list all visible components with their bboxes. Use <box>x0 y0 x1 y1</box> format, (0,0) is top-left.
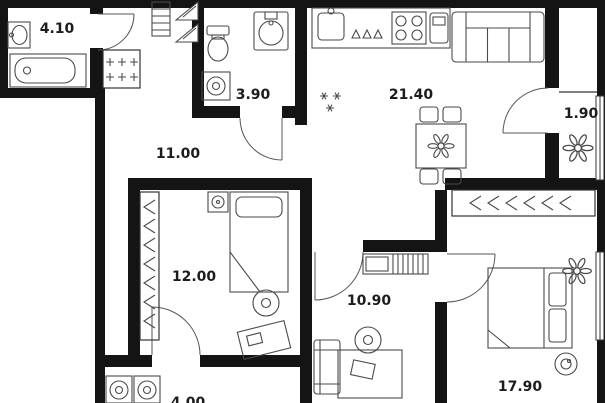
chair-icon <box>419 106 439 123</box>
room-area-label: 1.90 <box>564 106 599 122</box>
washing-machine-icon <box>105 375 133 403</box>
shelf-icon <box>362 253 429 275</box>
nightstand-icon <box>207 191 229 213</box>
room-area-label: 21.40 <box>389 87 434 103</box>
door-swing-icon <box>446 253 496 303</box>
door-swing-icon <box>239 117 283 161</box>
dining-table-icon <box>415 123 467 169</box>
chair-icon <box>419 168 439 185</box>
window-icon <box>595 251 605 341</box>
dishwasher-icon <box>351 28 383 39</box>
door-swing-icon <box>314 251 364 301</box>
duct-icon <box>174 0 199 43</box>
toilet-icon <box>206 25 230 62</box>
door-swing-icon <box>151 306 201 356</box>
single-bed-icon <box>229 191 289 293</box>
room-area-label: 10.90 <box>347 293 392 309</box>
wardrobe-icon <box>139 191 160 341</box>
oven-icon <box>429 12 449 44</box>
armchair-icon <box>313 339 341 395</box>
room-area-label: 4.10 <box>40 21 75 37</box>
room-area-label: 11.00 <box>156 146 201 162</box>
side-table-icon <box>554 352 578 376</box>
door-swing-icon <box>97 13 135 51</box>
door-swing-icon <box>502 87 549 134</box>
washing-machine-icon <box>133 375 161 403</box>
desk-icon <box>337 349 403 399</box>
radiator-icon <box>151 1 171 37</box>
kitchen-counter-icon <box>311 7 451 49</box>
sofa-icon <box>451 11 545 63</box>
desk-icon <box>236 319 292 361</box>
wardrobe-icon <box>451 189 596 217</box>
room-labels: 4.10 3.90 11.00 21.40 1.90 12.00 10.90 1… <box>40 21 599 403</box>
vent-shaft-icon <box>102 49 141 89</box>
double-bed-icon <box>487 267 573 349</box>
chair-icon <box>442 106 462 123</box>
chair-icon <box>442 168 462 185</box>
bathroom-sink-icon <box>7 21 31 49</box>
room-area-label: 17.90 <box>498 379 543 395</box>
dining-set-icon <box>415 106 467 185</box>
stool-icon <box>252 289 280 317</box>
washbasin-icon <box>253 11 289 51</box>
stove-icon <box>391 11 427 45</box>
bathtub-icon <box>9 53 87 88</box>
window-icon <box>595 95 605 181</box>
office-chair-icon <box>354 326 382 354</box>
room-area-label: 4.00 <box>171 395 206 403</box>
kitchen-sink-icon <box>317 7 345 41</box>
washing-machine-icon <box>201 71 231 101</box>
room-area-label: 3.90 <box>236 87 271 103</box>
room-area-label: 12.00 <box>172 269 217 285</box>
